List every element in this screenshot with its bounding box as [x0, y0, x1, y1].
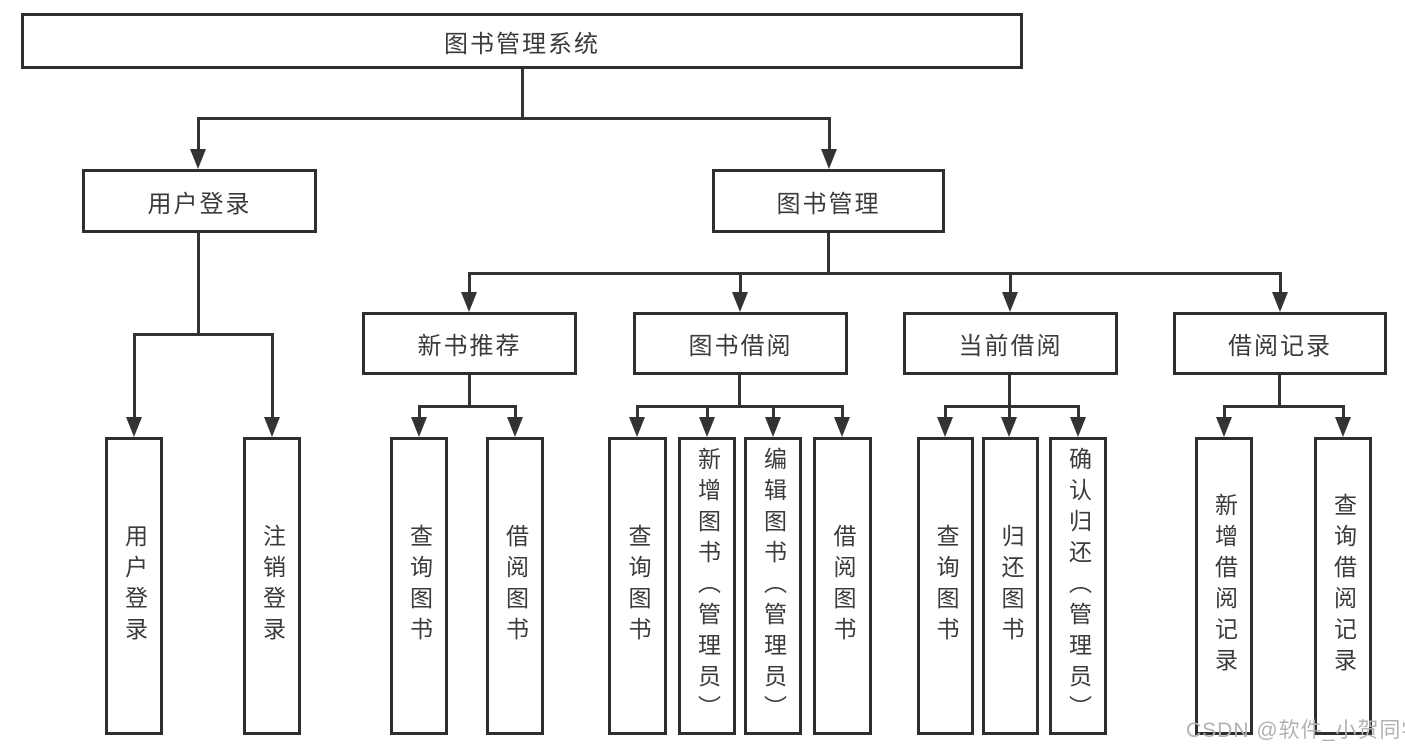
- arrow-down-icon: [834, 417, 850, 437]
- connector-line: [418, 405, 421, 417]
- connector-line: [133, 333, 136, 417]
- arrow-down-icon: [264, 417, 280, 437]
- connector-line: [772, 405, 775, 417]
- arrow-down-icon: [507, 417, 523, 437]
- node-book-borrowing: 图书借阅: [633, 312, 848, 375]
- leaf-query-borrow-record-label: 查询借阅记录: [1330, 493, 1357, 679]
- arrow-down-icon: [821, 149, 837, 169]
- connector-line: [636, 405, 844, 408]
- connector-line: [271, 333, 274, 417]
- connector-line: [1223, 405, 1226, 417]
- node-current-borrowing: 当前借阅: [903, 312, 1118, 375]
- arrow-down-icon: [411, 417, 427, 437]
- connector-line: [468, 272, 1282, 275]
- node-book-management-label: 图书管理: [776, 190, 881, 218]
- leaf-return-books-label: 归还图书: [998, 524, 1024, 648]
- connector-line: [468, 272, 471, 292]
- arrow-down-icon: [732, 292, 748, 312]
- leaf-add-borrow-record: 新增借阅记录: [1195, 437, 1253, 735]
- connector-line: [739, 272, 742, 292]
- watermark: CSDN @软件_小贺同学: [1186, 719, 1405, 742]
- node-book-borrowing-label: 图书借阅: [688, 333, 793, 360]
- node-new-book-recommendation-label: 新书推荐: [417, 333, 522, 360]
- arrow-down-icon: [1070, 417, 1086, 437]
- leaf-query-books-current: 查询图书: [917, 437, 974, 735]
- leaf-user-login: 用户登录: [105, 437, 163, 735]
- connector-line: [1342, 405, 1345, 417]
- leaf-add-books-admin: 新增图书（管理员）: [678, 437, 736, 735]
- connector-line: [1009, 272, 1012, 292]
- connector-line: [636, 405, 639, 417]
- leaf-borrow-books: 借阅图书: [813, 437, 872, 735]
- leaf-add-borrow-record-label: 新增借阅记录: [1211, 493, 1238, 679]
- connector-line: [521, 69, 524, 118]
- connector-line: [841, 405, 844, 417]
- node-root-label: 图书管理系统: [444, 30, 600, 58]
- leaf-user-login-label: 用户登录: [121, 524, 148, 648]
- leaf-query-books-current-label: 查询图书: [933, 524, 959, 648]
- leaf-confirm-return-admin-label: 确认归还（管理员）: [1065, 446, 1092, 726]
- connector-line: [1008, 405, 1011, 417]
- leaf-borrow-books-recommend-label: 借阅图书: [502, 524, 529, 648]
- connector-line: [133, 333, 274, 336]
- leaf-borrow-books-label: 借阅图书: [830, 524, 856, 648]
- connector-line: [1077, 405, 1080, 417]
- connector-line: [1223, 405, 1345, 408]
- node-borrowing-records: 借阅记录: [1173, 312, 1387, 375]
- arrow-down-icon: [1001, 417, 1017, 437]
- connector-line: [828, 117, 831, 149]
- leaf-query-books-borrow: 查询图书: [608, 437, 667, 735]
- connector-line: [738, 375, 741, 408]
- connector-line: [827, 233, 830, 275]
- arrow-down-icon: [629, 417, 645, 437]
- connector-line: [468, 375, 471, 408]
- node-current-borrowing-label: 当前借阅: [958, 333, 1063, 360]
- arrow-down-icon: [126, 417, 142, 437]
- leaf-return-books: 归还图书: [982, 437, 1039, 735]
- connector-line: [706, 405, 709, 417]
- node-user-login: 用户登录: [82, 169, 317, 233]
- leaf-query-books-recommend: 查询图书: [390, 437, 448, 735]
- connector-line: [197, 117, 200, 149]
- arrow-down-icon: [699, 417, 715, 437]
- node-user-login-label: 用户登录: [147, 190, 252, 218]
- connector-line: [418, 405, 517, 408]
- connector-line: [1008, 375, 1011, 408]
- node-borrowing-records-label: 借阅记录: [1228, 333, 1332, 360]
- arrow-down-icon: [1216, 417, 1232, 437]
- leaf-logout-label: 注销登录: [259, 524, 286, 648]
- arrow-down-icon: [461, 292, 477, 312]
- leaf-edit-books-admin: 编辑图书（管理员）: [744, 437, 802, 735]
- leaf-edit-books-admin-label: 编辑图书（管理员）: [760, 446, 787, 726]
- arrow-down-icon: [1002, 292, 1018, 312]
- arrow-down-icon: [937, 417, 953, 437]
- connector-line: [944, 405, 1080, 408]
- arrow-down-icon: [1272, 292, 1288, 312]
- leaf-query-books-borrow-label: 查询图书: [625, 524, 651, 648]
- connector-line: [1278, 375, 1281, 408]
- node-new-book-recommendation: 新书推荐: [362, 312, 577, 375]
- connector-line: [197, 117, 831, 120]
- arrow-down-icon: [190, 149, 206, 169]
- connector-line: [944, 405, 947, 417]
- leaf-add-books-admin-label: 新增图书（管理员）: [694, 446, 721, 726]
- leaf-logout: 注销登录: [243, 437, 301, 735]
- leaf-query-borrow-record: 查询借阅记录: [1314, 437, 1372, 735]
- node-book-management: 图书管理: [712, 169, 945, 233]
- node-root: 图书管理系统: [21, 13, 1023, 69]
- arrow-down-icon: [765, 417, 781, 437]
- leaf-query-books-recommend-label: 查询图书: [406, 524, 433, 648]
- leaf-confirm-return-admin: 确认归还（管理员）: [1049, 437, 1107, 735]
- arrow-down-icon: [1335, 417, 1351, 437]
- leaf-borrow-books-recommend: 借阅图书: [486, 437, 544, 735]
- connector-line: [514, 405, 517, 417]
- connector-line: [197, 233, 200, 336]
- connector-line: [1279, 272, 1282, 292]
